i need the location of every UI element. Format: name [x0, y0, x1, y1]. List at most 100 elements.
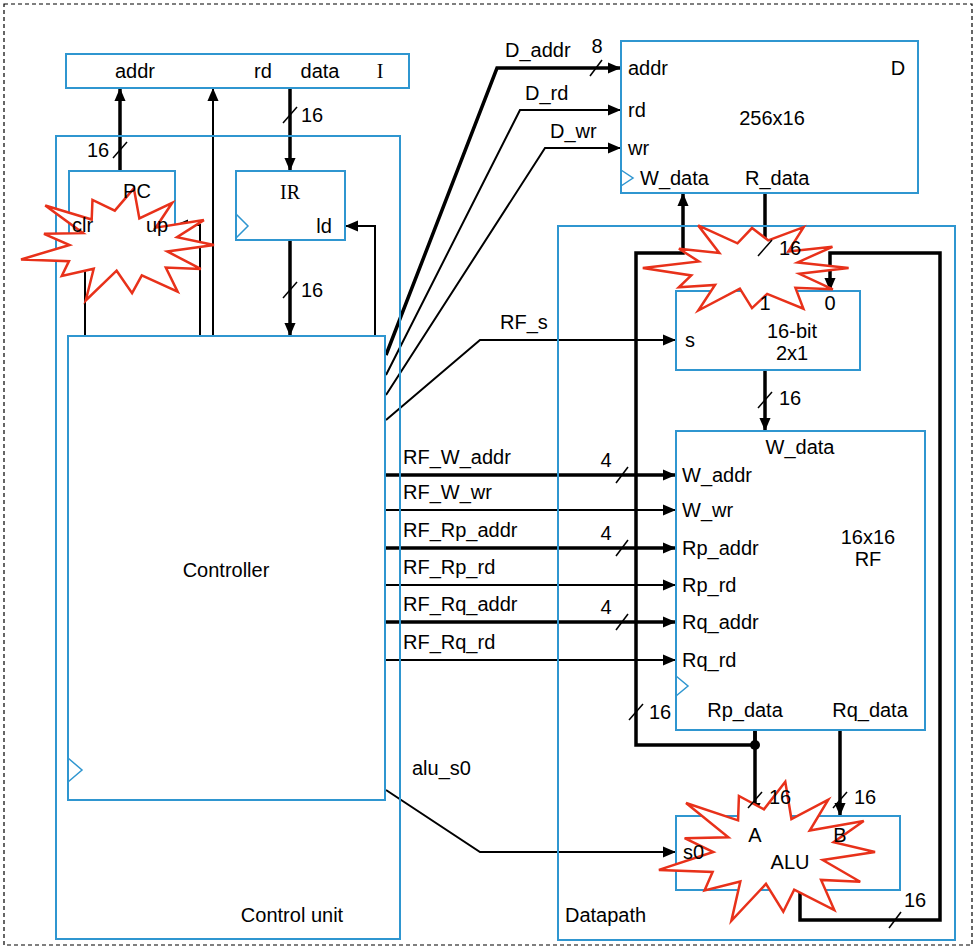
- signal-wire: [386, 659, 675, 661]
- bus-width-label: 16: [301, 104, 323, 126]
- signal-wire: [386, 620, 675, 624]
- bus-width-tick: [616, 614, 628, 630]
- signal-wire: [386, 473, 675, 477]
- bus-width-label: 16: [87, 139, 109, 161]
- node-text: s: [685, 329, 695, 351]
- bus-width-tick: [833, 792, 847, 808]
- bus-width-tick: [616, 467, 628, 483]
- node-text: Controller: [183, 559, 270, 581]
- node-text: W_data: [640, 167, 709, 189]
- signal-wire: [118, 89, 122, 170]
- node-text: addr: [628, 57, 668, 79]
- bus-width-label: 16: [301, 279, 323, 301]
- node-text: 16-bit 2x1: [750, 320, 834, 364]
- signal-label: D_addr: [505, 39, 571, 61]
- bus-width-tick: [283, 107, 297, 123]
- bus-width-label: 16: [904, 889, 926, 911]
- node-text: 16x16 RF: [833, 526, 903, 570]
- node-text: W_wr: [682, 499, 733, 521]
- signal-wire: [386, 110, 620, 375]
- signal-label: RF_s: [500, 311, 548, 333]
- node-text: W_data: [766, 436, 835, 458]
- bus-width-tick: [616, 540, 628, 556]
- bus-width-tick: [748, 792, 762, 808]
- bus-width-label: 16: [649, 701, 671, 723]
- system-frame: [4, 4, 972, 945]
- node-text: Rp_addr: [682, 537, 759, 559]
- node-text: data: [301, 60, 340, 82]
- data-memory: addr rd wrW_data R_data 256x16 D: [620, 40, 919, 194]
- controller-box: Controller: [67, 335, 386, 801]
- junction-dot: [750, 740, 760, 750]
- bus-width-tick: [113, 142, 127, 158]
- node-text: ALU: [771, 851, 810, 873]
- node-text: Rq_data: [832, 699, 908, 721]
- node-text: 256x16: [739, 107, 805, 129]
- signal-wire: [386, 509, 675, 511]
- datapath-box: Datapath 1 0 s 16-bit 2x1W_dataW_addrW_wrRp_…: [557, 225, 956, 941]
- node-text: wr: [628, 137, 649, 159]
- bus-width-label: 4: [600, 596, 611, 618]
- node-text: D: [891, 57, 905, 79]
- signal-wire: [386, 790, 675, 852]
- node-text: s0: [683, 841, 704, 863]
- register-file: W_dataW_addrW_wrRp_addrRp_rdRq_addrRq_rd…: [675, 430, 926, 731]
- signal-label: RF_Rp_rd: [403, 556, 495, 578]
- signal-wire: [386, 546, 675, 550]
- node-text: Rq_addr: [682, 611, 759, 633]
- signal-wire: [386, 340, 675, 420]
- bus-width-label: 8: [591, 35, 602, 57]
- bus-width-label: 16: [769, 786, 791, 808]
- signal-wire: [386, 584, 675, 586]
- node-text: B: [833, 824, 846, 846]
- node-text: addr: [115, 60, 155, 82]
- node-text: up: [146, 214, 168, 236]
- bus-width-tick: [590, 60, 602, 76]
- node-text: rd: [254, 60, 272, 82]
- signal-wire: [386, 148, 620, 395]
- burst-mark: [21, 188, 214, 300]
- signal-wire: [288, 89, 292, 170]
- instruction-memory: addr rd data I: [65, 53, 410, 89]
- node-text: Datapath: [565, 904, 646, 926]
- node-text: R_data: [745, 167, 810, 189]
- node-text: Rp_rd: [682, 574, 736, 596]
- bus-width-tick: [889, 912, 901, 928]
- node-text: 1: [759, 292, 770, 314]
- bus-width-tick: [758, 240, 772, 256]
- signal-label: D_rd: [525, 82, 568, 104]
- clock-symbol: [621, 170, 633, 186]
- signal-label: RF_W_wr: [403, 481, 492, 503]
- node-text: I: [377, 60, 384, 82]
- burst-mark: [643, 225, 849, 310]
- node-text: Rq_rd: [682, 649, 736, 671]
- signal-label: RF_Rq_addr: [403, 593, 518, 615]
- signal-label: RF_W_addr: [403, 446, 511, 468]
- node-text: W_addr: [682, 464, 752, 486]
- bus-width-tick: [758, 392, 772, 408]
- bus-width-label: 16: [779, 237, 801, 259]
- node-text: A: [748, 824, 761, 846]
- clock-symbol: [236, 214, 248, 238]
- node-text: rd: [628, 99, 646, 121]
- node-text: 0: [824, 292, 835, 314]
- signal-wire: [346, 226, 375, 335]
- node-text: PC: [123, 180, 151, 202]
- signal-label: alu_s0: [412, 757, 471, 779]
- signal-label: RF_Rp_addr: [403, 519, 518, 541]
- signal-label: D_wr: [550, 120, 597, 142]
- ir-register: IR ld: [235, 170, 346, 241]
- node-text: ld: [316, 215, 332, 237]
- clock-symbol: [68, 758, 82, 782]
- signal-wire: [800, 253, 940, 920]
- node-text: IR: [280, 181, 300, 203]
- clock-symbol: [676, 676, 688, 696]
- node-text: Control unit: [241, 904, 343, 926]
- burst-mark: [659, 782, 875, 921]
- bus-width-label: 16: [854, 786, 876, 808]
